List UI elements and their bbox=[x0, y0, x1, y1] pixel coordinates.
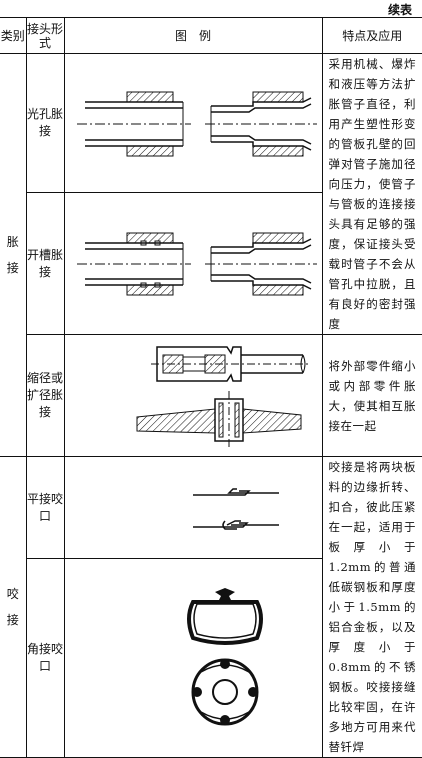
category-seam-char-2: 接 bbox=[6, 613, 19, 627]
form-corner-seam: 角接咬口 bbox=[26, 558, 65, 758]
form-flat-seam: 平接咬口 bbox=[25, 455, 65, 560]
figure-smooth-expand bbox=[63, 52, 323, 194]
desc-expand: 采用机械、爆炸和液压等方法扩胀管子直径，利用产生塑性形变的管板孔壁的回弹对管子施… bbox=[321, 53, 422, 335]
header-row: 类别 接头形式 图 例 特点及应用 bbox=[0, 17, 422, 54]
flat-seam-diagram bbox=[192, 487, 279, 530]
figure-shrink-expand bbox=[63, 334, 323, 457]
figure-flat-seam bbox=[63, 455, 323, 560]
corner-seam-diagram bbox=[186, 588, 263, 726]
category-expand-char-2: 接 bbox=[6, 261, 19, 275]
desc-shrink-expand: 将外部零件缩小或内部零件胀大，使其相互胀接在一起 bbox=[321, 334, 422, 457]
row-shrink-expand: 缩径或扩径胀接 将外 bbox=[0, 334, 422, 457]
shrink-expand-diagram bbox=[136, 346, 309, 449]
header-form: 接头形式 bbox=[25, 17, 65, 54]
form-smooth-expand: 光孔胀接 bbox=[25, 52, 65, 194]
form-shrink-expand: 缩径或扩径胀接 bbox=[26, 334, 65, 457]
joint-table: 类别 接头形式 图 例 特点及应用 胀 接 光孔胀接 bbox=[0, 17, 422, 758]
figure-groove-expand bbox=[63, 192, 322, 335]
category-expand: 胀 接 bbox=[0, 53, 27, 457]
continued-label: 续表 bbox=[387, 3, 412, 17]
category-expand-char-1: 胀 bbox=[6, 235, 19, 249]
groove-expand-diagram bbox=[76, 232, 317, 296]
form-groove-expand: 开槽胀接 bbox=[26, 192, 65, 335]
header-category: 类别 bbox=[0, 17, 27, 54]
header-figure: 图 例 bbox=[63, 17, 323, 54]
figure-corner-seam bbox=[63, 558, 322, 758]
category-seam: 咬 接 bbox=[0, 456, 27, 758]
row-groove-expand: 开槽胀接 bbox=[0, 192, 422, 335]
row-flat-seam: 咬 接 平接咬口 咬接是将两块板料的边缘折转、扣合，彼此压紧在一起，适用于板厚小… bbox=[0, 455, 422, 758]
header-features: 特点及应用 bbox=[321, 17, 422, 54]
smooth-expand-diagram bbox=[76, 91, 317, 157]
category-seam-char-1: 咬 bbox=[6, 587, 19, 601]
row-smooth-expand: 胀 接 光孔胀接 bbox=[0, 52, 422, 457]
desc-seam: 咬接是将两块板料的边缘折转、扣合，彼此压紧在一起，适用于板厚小于1.2mm的普通… bbox=[321, 456, 422, 758]
